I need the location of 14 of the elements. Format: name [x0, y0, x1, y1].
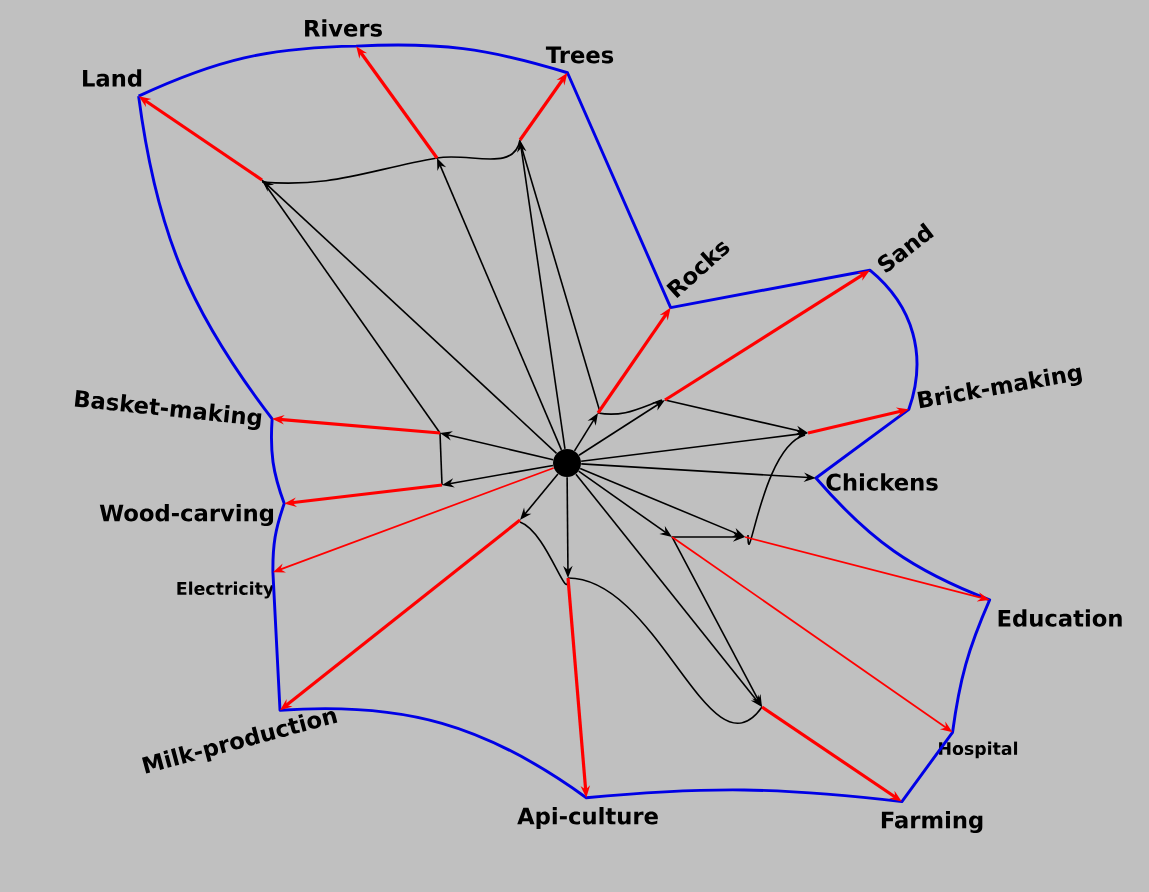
node-label: Land: [83, 69, 142, 87]
node-label: Trees: [545, 46, 614, 64]
node-label: Api-culture: [517, 807, 658, 829]
node-label: Rivers: [305, 19, 382, 37]
node-label: Chickens: [826, 473, 938, 491]
node-label: Farming: [881, 810, 983, 834]
node-label: Electricity: [177, 581, 274, 599]
node-label: Hospital: [939, 741, 1018, 759]
arrow: [262, 180, 558, 455]
node-label: Wood-carving: [99, 503, 274, 527]
arrow: [575, 473, 762, 707]
arrow: [520, 473, 559, 520]
hub-dot: [553, 449, 581, 477]
node-label: Education: [998, 609, 1122, 627]
